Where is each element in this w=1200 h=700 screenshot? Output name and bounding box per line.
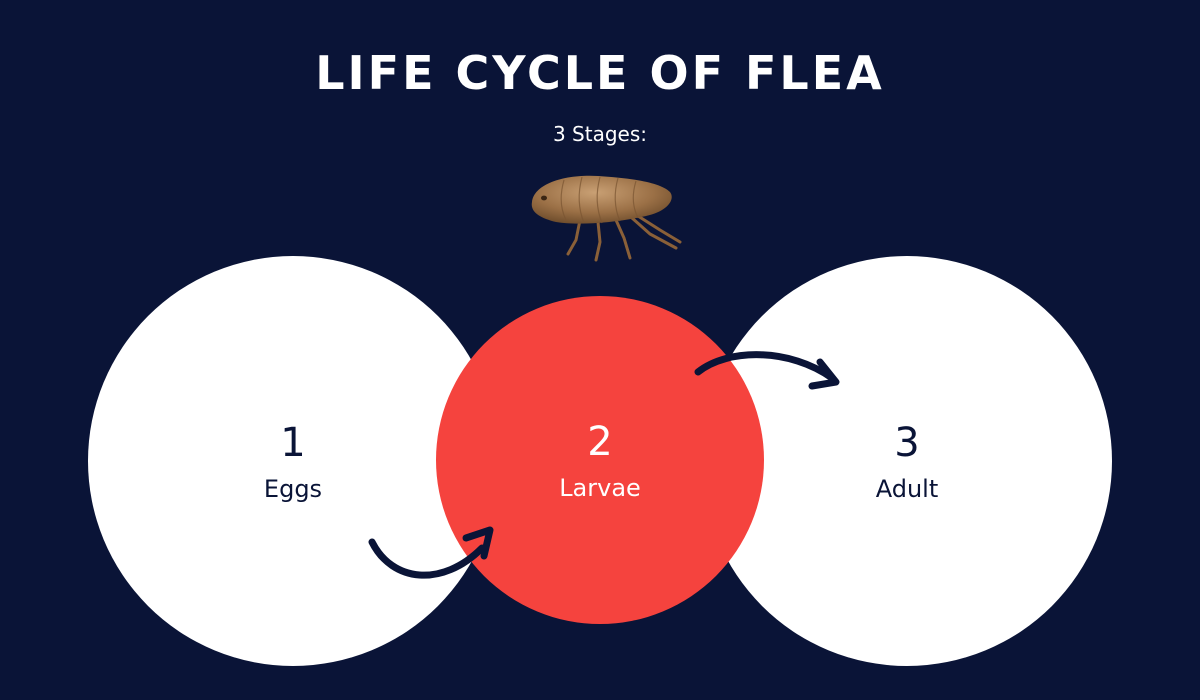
stage-number: 1 <box>280 420 306 466</box>
stage-label: Adult <box>875 475 939 503</box>
stage-label: Eggs <box>263 475 323 503</box>
stage-label: Larvae <box>559 474 641 502</box>
flea-icon <box>531 175 682 262</box>
page-title: LIFE CYCLE OF FLEA <box>315 46 885 100</box>
page-subtitle: 3 Stages: <box>552 122 648 146</box>
stage-number: 3 <box>894 420 920 466</box>
stage-circle-larvae: 2 Larvae <box>436 296 764 624</box>
stage-circle-eggs: 1 Eggs <box>88 256 498 666</box>
stage-circle-adult: 3 Adult <box>702 256 1112 666</box>
stage-number: 2 <box>587 419 613 465</box>
